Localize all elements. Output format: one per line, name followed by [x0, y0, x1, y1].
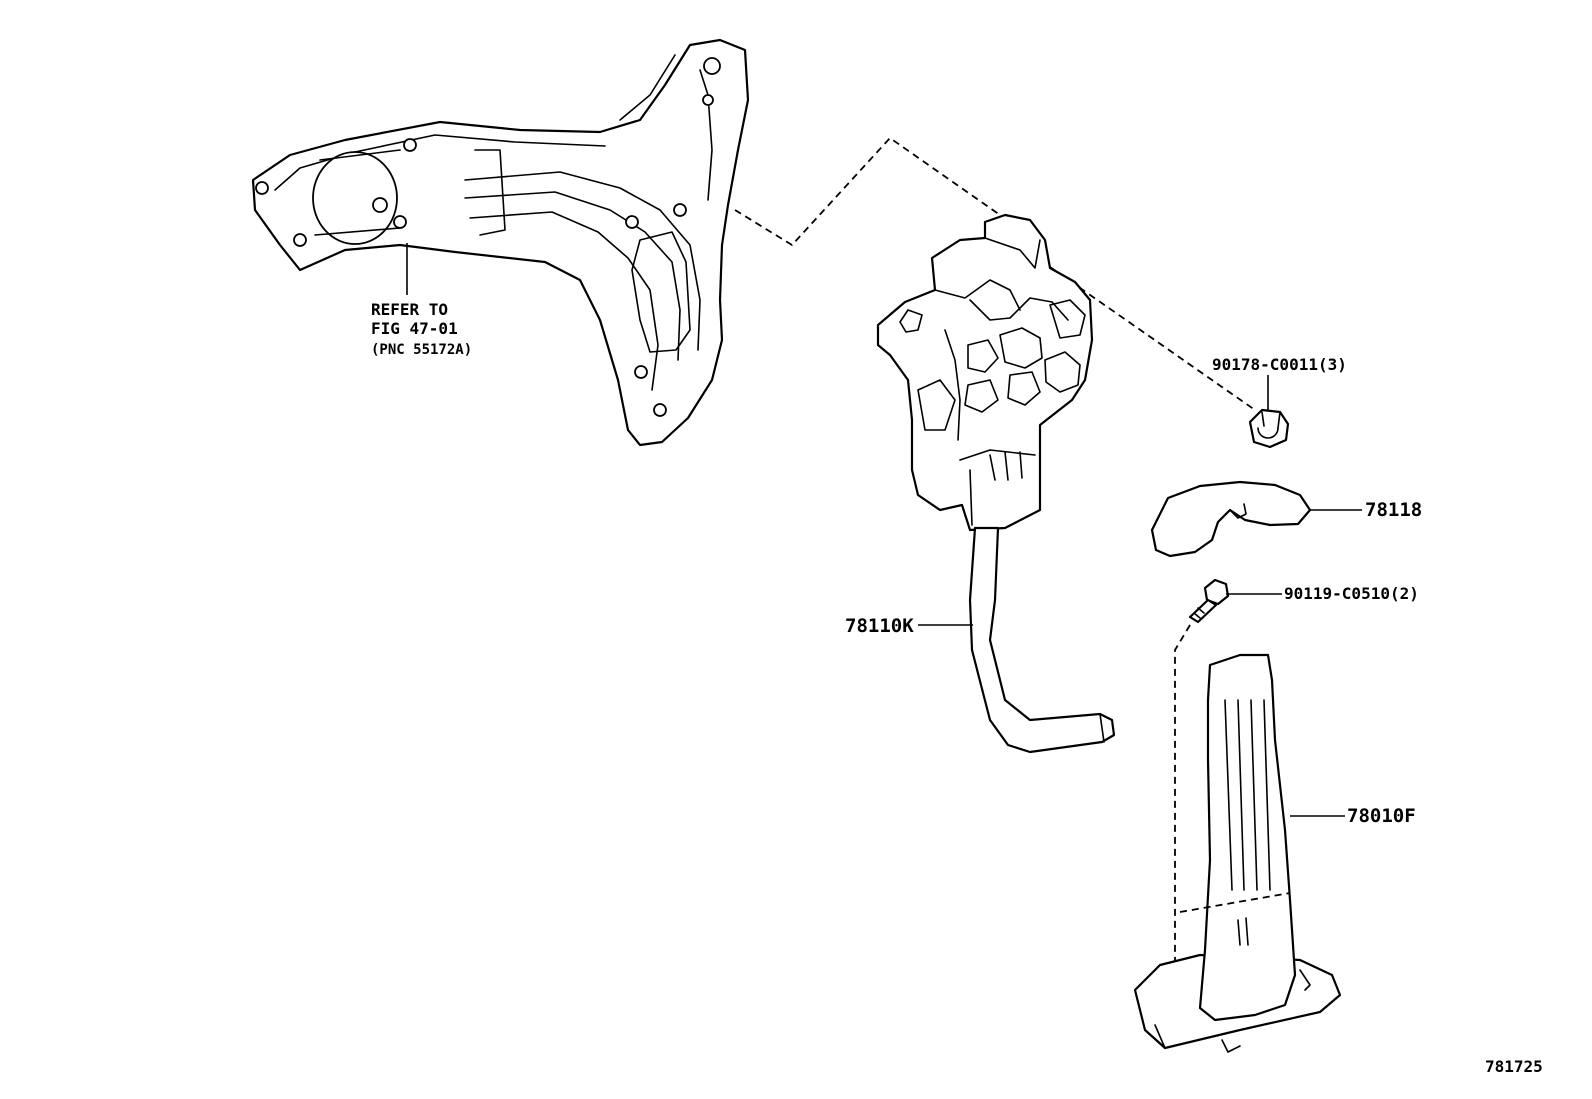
cover-callout: 78118	[1310, 499, 1422, 521]
nut-illustration	[1248, 408, 1290, 449]
alignment-dashed-line-nut	[1039, 259, 1256, 411]
alignment-dashed-line-upper	[734, 136, 1001, 247]
pedal-assembly-part-number: 78110K	[845, 615, 914, 637]
bolt-illustration	[1188, 578, 1230, 624]
bracket-callout: REFER TO FIG 47-01 (PNC 55172A)	[371, 243, 472, 358]
cover-part-number: 78118	[1365, 499, 1422, 521]
bracket-ref-line1: REFER TO	[371, 300, 448, 319]
bracket-ref-line2: FIG 47-01	[371, 319, 458, 338]
bolt-part-number: 90119-C0510(2)	[1284, 584, 1419, 603]
bolt-alignment-dashed-line	[1174, 624, 1191, 1000]
pedal-assembly-callout: 78110K	[845, 615, 973, 637]
nut-part-number: 90178-C0011(3)	[1212, 355, 1347, 374]
pedal-pad-callout: 78010F	[1290, 805, 1416, 827]
bracket-ref-line3: (PNC 55172A)	[371, 342, 472, 358]
cover-illustration	[1150, 480, 1312, 558]
pedal-pad-part-number: 78010F	[1347, 805, 1416, 827]
pedal-assembly-illustration	[876, 213, 1116, 754]
bolt-callout: 90119-C0510(2)	[1226, 584, 1419, 603]
bracket-illustration	[251, 38, 750, 447]
nut-callout: 90178-C0011(3)	[1212, 355, 1347, 410]
illustration-number: 781725	[1485, 1057, 1543, 1076]
pedal-pad-illustration	[1133, 653, 1342, 1053]
